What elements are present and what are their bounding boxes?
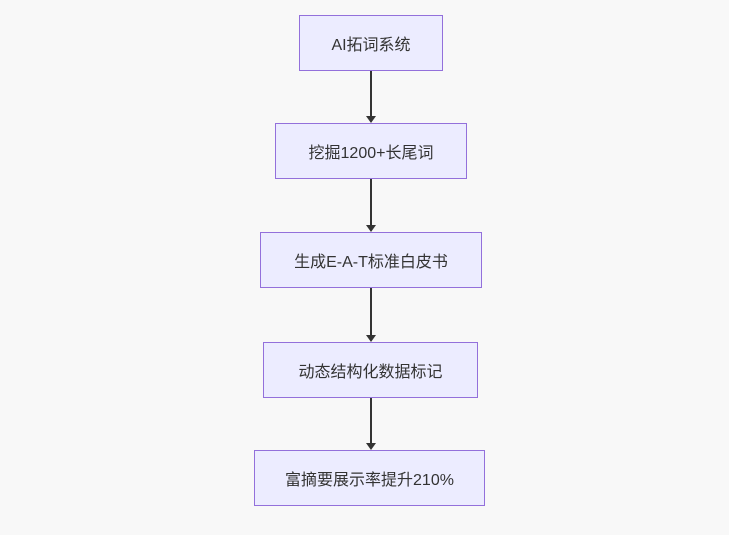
- edge-n2-n3: [365, 179, 377, 232]
- edge-n4-n5: [365, 398, 377, 450]
- edge-n3-n4: [365, 288, 377, 342]
- edge-line: [370, 398, 372, 443]
- arrowhead-down-icon: [366, 116, 376, 123]
- arrowhead-down-icon: [366, 443, 376, 450]
- edge-line: [370, 288, 372, 335]
- flow-node-rich-snippet-rate-increase: 富摘要展示率提升210%: [254, 450, 485, 506]
- arrowhead-down-icon: [366, 335, 376, 342]
- flow-node-dynamic-structured-data-markup: 动态结构化数据标记: [263, 342, 478, 398]
- edge-line: [370, 71, 372, 116]
- flow-node-mine-longtail-keywords: 挖掘1200+长尾词: [275, 123, 467, 179]
- flow-node-generate-eat-whitepaper: 生成E-A-T标准白皮书: [260, 232, 482, 288]
- arrowhead-down-icon: [366, 225, 376, 232]
- edge-n1-n2: [365, 71, 377, 123]
- edge-line: [370, 179, 372, 225]
- flow-node-ai-word-expansion-system: AI拓词系统: [299, 15, 443, 71]
